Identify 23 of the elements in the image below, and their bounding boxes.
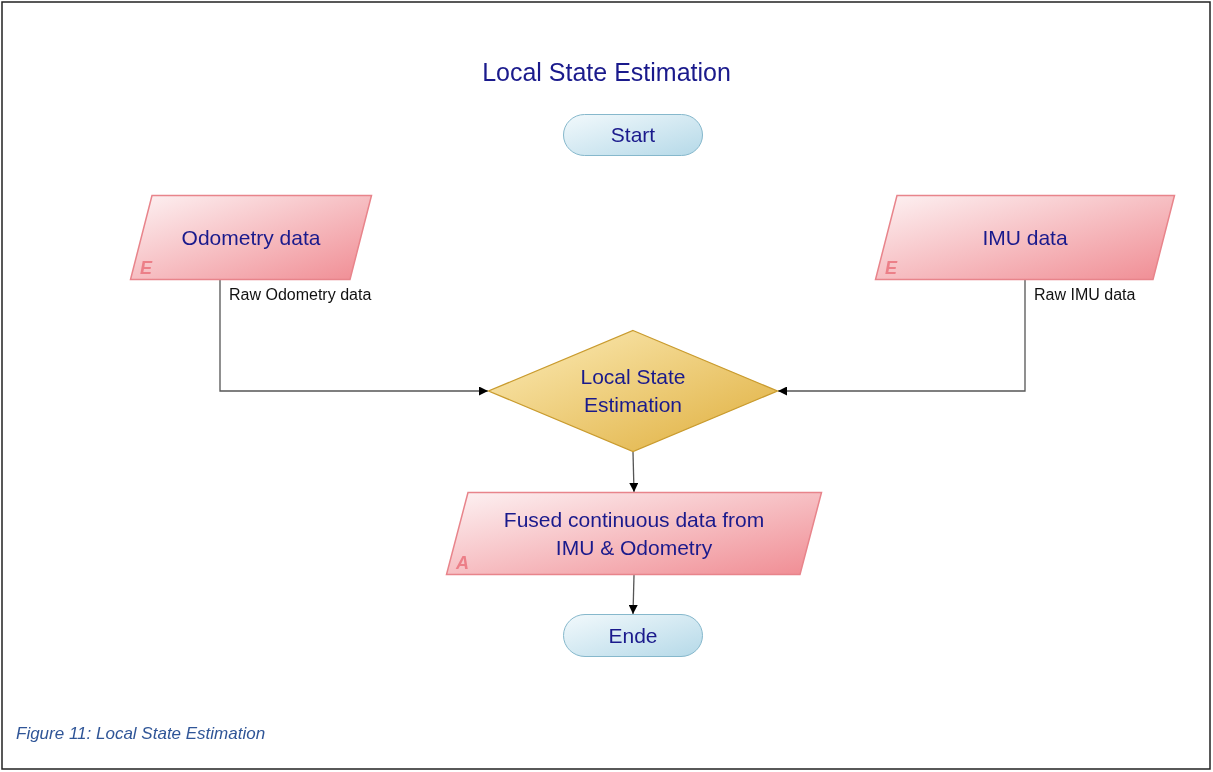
node-label: Odometry data bbox=[181, 224, 321, 251]
io-marker-letter: A bbox=[456, 554, 469, 572]
edge-label: Raw Odometry data bbox=[229, 286, 372, 304]
data-parallelogram bbox=[446, 492, 822, 575]
diagram-title: Local State Estimation bbox=[481, 58, 732, 87]
terminal-shape bbox=[563, 114, 703, 156]
node-label: Local State Estimation bbox=[579, 364, 687, 418]
node-label: Start bbox=[610, 122, 656, 148]
terminal-shape bbox=[563, 614, 703, 657]
node-label: Ende bbox=[608, 622, 658, 649]
data-parallelogram bbox=[130, 195, 372, 280]
data-parallelogram bbox=[875, 195, 1175, 280]
node-label: IMU data bbox=[982, 224, 1068, 251]
node-label: Fused continuous data from IMU & Odometry bbox=[502, 506, 766, 561]
decision-diamond bbox=[488, 330, 778, 452]
io-marker-letter: E bbox=[140, 259, 152, 277]
edge-label: Raw IMU data bbox=[1034, 286, 1136, 304]
connector-arrow bbox=[219, 279, 489, 396]
connector-arrow bbox=[628, 574, 638, 615]
connector-arrow bbox=[629, 451, 639, 493]
connector-arrow bbox=[777, 279, 1026, 396]
figure-caption: Figure 11: Local State Estimation bbox=[16, 724, 266, 744]
io-marker-letter: E bbox=[885, 259, 897, 277]
